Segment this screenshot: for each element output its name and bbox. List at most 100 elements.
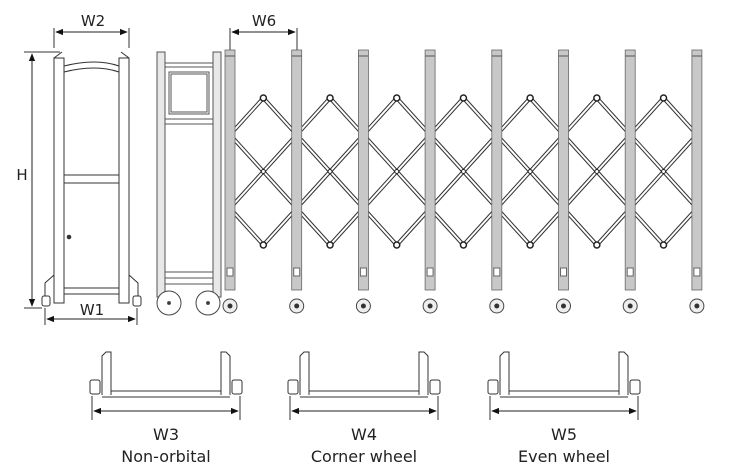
scissor-bar-inner <box>562 207 598 246</box>
scissor-bar-inner <box>462 97 498 136</box>
track-caption: Non-orbital <box>121 447 210 466</box>
gate-pole <box>355 49 371 314</box>
scissor-bar-inner <box>662 207 698 246</box>
pivot-center <box>527 169 533 174</box>
scissor-bar-inner <box>262 97 298 136</box>
scissor-bar-inner <box>396 207 431 246</box>
dimension-label: W3 <box>153 425 179 444</box>
pivot-top <box>526 94 534 102</box>
pivot-center <box>327 169 333 174</box>
pole-joint <box>359 267 367 277</box>
pivot-center <box>394 169 400 174</box>
scissor-bar-inner <box>262 207 298 246</box>
pivot-bottom <box>526 241 534 249</box>
scissor-bar-inner <box>295 97 331 136</box>
track-right-post <box>220 351 231 395</box>
dimension-w2: W2 <box>53 12 130 48</box>
track-right-post <box>618 351 629 395</box>
scissor-bar-inner <box>362 207 398 246</box>
dimension-h: H <box>16 51 60 309</box>
caster-hub <box>561 303 566 309</box>
cabinet-front-view <box>41 51 142 307</box>
scissor-bar-inner <box>329 97 365 136</box>
pivot-top <box>393 94 401 102</box>
track-caption: Even wheel <box>518 447 610 466</box>
dimension-w6: W6 <box>229 12 298 50</box>
scissor-bar-inner <box>629 97 665 136</box>
track-left-post <box>101 351 112 395</box>
gate-poles <box>222 49 705 314</box>
pivot-bottom <box>393 241 401 249</box>
track-caption: Corner wheel <box>311 447 417 466</box>
pivot-bottom <box>459 241 468 249</box>
scissor-bar-inner <box>295 207 331 246</box>
pivot-top <box>659 94 668 102</box>
pivot-bottom <box>326 241 334 249</box>
pole-body <box>624 49 636 291</box>
scissor-bar-inner <box>329 207 365 246</box>
right-wheel <box>231 379 243 395</box>
pivot-bottom <box>259 241 268 249</box>
pivot-top <box>459 94 468 102</box>
pivot-center <box>661 169 667 174</box>
pole-joint <box>293 267 301 277</box>
pole-body <box>691 49 703 291</box>
pole-joint <box>426 267 434 277</box>
scissor-bar-inner <box>496 207 531 246</box>
pole-body <box>291 49 303 291</box>
label-w1: W1 <box>80 301 104 319</box>
scissor-bar-inner <box>229 207 265 246</box>
track-left-post <box>499 351 510 395</box>
scissor-section <box>495 94 565 249</box>
pole-body <box>558 49 569 291</box>
scissor-bar-inner <box>462 207 498 246</box>
scissor-bar-inner <box>662 97 698 136</box>
scissor-bar-inner <box>229 97 265 136</box>
pivot-bottom <box>659 241 668 249</box>
left-wheel <box>89 379 101 395</box>
pivot-center <box>594 169 600 174</box>
gate-pole <box>489 49 505 314</box>
scissor-section <box>228 94 299 249</box>
scissor-section <box>295 94 365 249</box>
right-wheel <box>429 379 441 395</box>
pivot-bottom <box>593 241 601 249</box>
pole-joint <box>626 267 634 277</box>
left-wheel <box>487 379 499 395</box>
scissor-bar-inner <box>496 97 531 136</box>
caster-hub <box>694 303 700 309</box>
left-wheel <box>287 379 299 395</box>
scissor-section <box>628 94 699 249</box>
scissor-bar-inner <box>629 207 665 246</box>
pivot-center <box>460 169 466 174</box>
scissor-bar-inner <box>529 207 565 246</box>
label-w2: W2 <box>81 12 105 30</box>
scissor-bar-inner <box>596 97 631 136</box>
scissor-bar-inner <box>396 97 431 136</box>
gate-pole <box>289 49 305 314</box>
pivot-center <box>260 169 266 174</box>
pole-body <box>224 49 236 291</box>
scissor-bar-inner <box>529 97 565 136</box>
pole-joint <box>693 267 701 277</box>
caster-hub <box>427 303 433 309</box>
pole-joint <box>226 267 234 277</box>
caster-hub <box>494 303 500 309</box>
scissor-bar-inner <box>429 207 465 246</box>
track-left-post <box>299 351 310 395</box>
gate-pole <box>689 49 705 314</box>
label-w6: W6 <box>252 12 276 30</box>
pivot-top <box>593 94 601 102</box>
gate-pole <box>422 49 438 314</box>
dimension-w1: W1 <box>44 301 138 325</box>
pole-body <box>424 49 436 291</box>
pivot-top <box>326 94 334 102</box>
scissor-section <box>361 94 432 249</box>
pole-joint <box>560 267 567 277</box>
scissor-bar-inner <box>362 97 398 136</box>
gate-pole <box>222 49 238 314</box>
pole-joint <box>493 267 501 277</box>
